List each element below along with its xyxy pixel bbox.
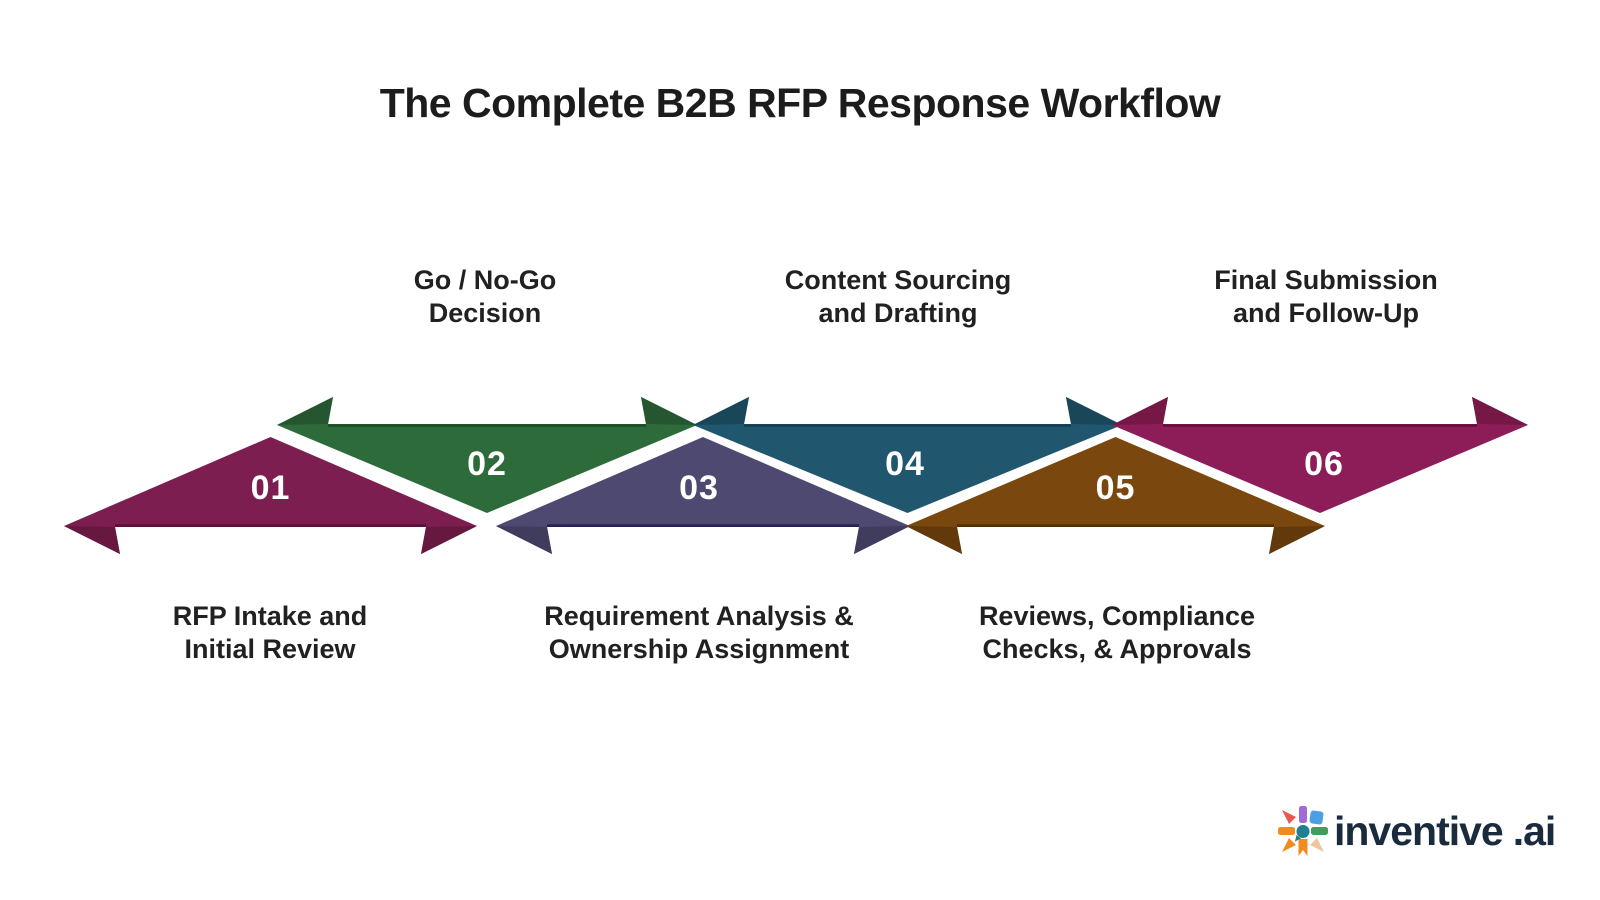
step-number-04: 04	[885, 445, 925, 483]
arrow-02-fold-left	[277, 397, 333, 425]
arrow-03-fold-right	[854, 526, 910, 554]
step-label-line: Checks, & Approvals	[982, 634, 1252, 664]
step-number-01: 01	[251, 469, 291, 507]
step-label-line: and Follow-Up	[1233, 298, 1419, 328]
step-label-line: and Drafting	[818, 298, 978, 328]
step-arrow-02: 02	[277, 397, 697, 513]
step-number-02: 02	[467, 445, 507, 483]
step-label-line: Final Submission	[1214, 265, 1438, 295]
step-number-03: 03	[679, 469, 719, 507]
arrow-04-fold-left	[693, 397, 749, 425]
arrow-06-fold-left	[1112, 397, 1168, 425]
arrow-03-fold-left	[496, 526, 552, 554]
arrow-02-fold-right	[641, 397, 697, 425]
step-label-line: Ownership Assignment	[548, 634, 850, 664]
step-label-05: Reviews, Compliance Checks, & Approvals	[897, 600, 1337, 666]
step-arrow-06: 06	[1112, 397, 1528, 513]
step-arrow-04: 04	[693, 397, 1122, 513]
logo-petal-top	[1299, 806, 1307, 823]
step-label-06: Final Submission and Follow-Up	[1106, 264, 1546, 330]
logo-petal-top-right	[1309, 810, 1324, 825]
inventive-logo-icon	[1278, 806, 1328, 856]
arrow-01-fold-right	[421, 526, 477, 554]
logo: inventive .ai	[1276, 804, 1557, 858]
arrow-06-fold-right	[1472, 397, 1528, 425]
step-arrow-01: 01	[64, 437, 477, 554]
arrow-05-fold-right	[1269, 526, 1325, 554]
logo-petal-bottom-ribbon	[1298, 839, 1308, 856]
arrow-04-fold-right	[1066, 397, 1122, 425]
step-arrow-05: 05	[906, 437, 1325, 554]
step-label-line: Reviews, Compliance	[978, 601, 1256, 631]
logo-brand-text: inventive	[1334, 807, 1504, 854]
step-label-line: Initial Review	[184, 634, 356, 664]
step-number-06: 06	[1304, 445, 1344, 483]
step-label-line: Content Sourcing	[784, 265, 1012, 295]
step-label-01: RFP Intake and Initial Review	[50, 600, 490, 666]
logo-petal-bottom-left	[1282, 838, 1296, 852]
logo-petal-right	[1311, 827, 1328, 835]
step-label-line: RFP Intake and	[172, 601, 368, 631]
step-number-05: 05	[1096, 469, 1136, 507]
step-label-line: Go / No-Go	[413, 265, 557, 295]
logo-petal-top-left	[1282, 810, 1296, 824]
step-label-02: Go / No-Go Decision	[265, 264, 705, 330]
arrow-05-fold-left	[906, 526, 962, 554]
step-label-line: Requirement Analysis &	[544, 601, 854, 631]
logo-petal-bottom-right	[1310, 838, 1324, 852]
logo-suffix-text: .ai	[1512, 807, 1557, 854]
step-arrow-03: 03	[496, 437, 910, 554]
step-label-line: Decision	[428, 298, 542, 328]
logo-center-dot-tail	[1295, 835, 1301, 842]
step-label-04: Content Sourcing and Drafting	[678, 264, 1118, 330]
logo-center-dot	[1296, 825, 1310, 838]
page-title: The Complete B2B RFP Response Workflow	[379, 80, 1221, 126]
logo-petal-left	[1278, 827, 1295, 835]
step-label-03: Requirement Analysis & Ownership Assignm…	[479, 600, 919, 666]
arrow-01-fold-left	[64, 526, 120, 554]
